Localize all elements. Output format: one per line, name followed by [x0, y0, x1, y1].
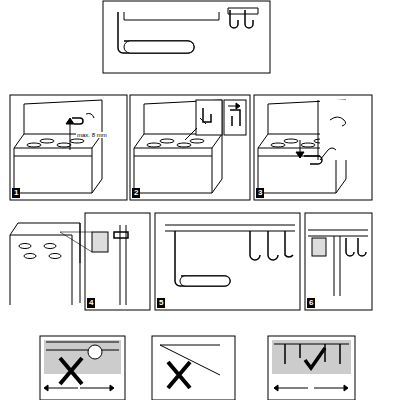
step-number: 6	[307, 298, 315, 308]
cooker-part	[144, 100, 222, 134]
drawing-stroke	[318, 100, 319, 160]
drawing-stroke	[346, 238, 366, 256]
drawing-stroke	[196, 100, 222, 135]
step-number: 3	[256, 188, 264, 198]
drawing-stroke	[236, 103, 240, 109]
drawing-stroke	[305, 348, 325, 368]
cooker-part	[147, 143, 161, 147]
drawing-stroke	[19, 244, 31, 249]
cooker-part	[284, 139, 298, 143]
drawing-stroke	[304, 156, 322, 164]
dimension-note: max. 8 mm	[76, 132, 108, 138]
drawing-stroke	[24, 254, 36, 259]
drawing-stroke	[66, 118, 74, 124]
step-panels-row1	[10, 95, 372, 200]
drawing-stroke	[118, 12, 194, 53]
cooker-part	[190, 139, 204, 143]
drawing-stroke	[72, 118, 83, 124]
cooker-part	[40, 139, 54, 143]
drawing-stroke	[88, 345, 102, 359]
step-number: 2	[132, 188, 140, 198]
rail-overview	[103, 1, 270, 73]
cooker-drawings	[14, 100, 346, 193]
drawing-stroke	[230, 10, 253, 28]
drawing-stroke	[86, 114, 94, 119]
drawing-stroke	[44, 385, 114, 391]
drawing-stroke	[10, 223, 80, 305]
drawing-stroke	[124, 41, 194, 53]
cooker-part	[27, 143, 41, 147]
drawing-stroke	[268, 336, 355, 400]
drawing-stroke	[224, 100, 246, 135]
drawing-stroke	[200, 118, 206, 124]
cooker-part	[160, 139, 174, 143]
drawing-stroke	[44, 340, 121, 374]
drawing-stroke	[152, 336, 235, 400]
cooker-part	[57, 143, 71, 147]
step3-detail	[296, 100, 370, 164]
drawing-stroke	[175, 231, 230, 286]
drawing-stroke	[285, 344, 340, 364]
drawing-stroke	[180, 276, 230, 286]
drawing-stroke	[228, 8, 258, 14]
drawing-stroke	[312, 238, 326, 256]
drawing-stroke	[274, 385, 348, 391]
cooker-part	[271, 143, 285, 147]
drawing-stroke	[155, 213, 300, 310]
drawing-stroke	[160, 345, 220, 375]
drawing-stroke	[49, 254, 61, 259]
drawing-stroke	[114, 232, 128, 238]
drawing-stroke	[85, 213, 150, 310]
cooker-part	[301, 143, 315, 147]
drawing-stroke	[185, 128, 197, 140]
drawing-stroke	[254, 95, 372, 200]
drawing-stroke	[40, 336, 125, 400]
drawing-stroke	[130, 95, 250, 200]
drawing-stroke	[330, 117, 346, 126]
drawing-stroke	[120, 225, 126, 305]
drawing-stroke	[320, 100, 370, 160]
cooker-part	[70, 139, 84, 143]
drawing-stroke	[203, 108, 211, 122]
step2-detail	[185, 100, 246, 140]
warning-panels	[40, 336, 355, 400]
drawing-stroke	[60, 358, 82, 384]
drawing-stroke	[230, 110, 240, 126]
drawing-stroke	[272, 340, 351, 374]
drawing-stroke	[46, 342, 119, 350]
drawing-stroke	[334, 236, 340, 296]
drawing-stroke	[165, 225, 295, 231]
cooker-part	[14, 134, 102, 193]
drawing-stroke	[92, 232, 108, 252]
drawing-stroke	[60, 232, 92, 252]
drawing-stroke	[278, 388, 344, 389]
drawing-stroke	[103, 1, 270, 73]
cooker-part	[134, 156, 212, 157]
drawing-stroke	[296, 152, 304, 158]
step-number: 1	[12, 188, 20, 198]
drawing-stroke	[48, 388, 110, 389]
cooker-part	[14, 156, 92, 157]
cooker-part	[134, 134, 222, 193]
step-panels-row2	[10, 213, 372, 310]
drawing-stroke	[124, 12, 219, 20]
cooker-part	[24, 100, 102, 134]
drawing-stroke	[250, 231, 293, 260]
drawing-stroke	[305, 213, 372, 310]
drawing-stroke	[44, 244, 56, 249]
step-number: 4	[87, 298, 95, 308]
drawing-stroke	[10, 95, 127, 200]
step-number: 5	[157, 298, 165, 308]
drawing-stroke	[168, 362, 190, 388]
cooker-part	[177, 143, 191, 147]
drawing-stroke	[308, 230, 368, 236]
